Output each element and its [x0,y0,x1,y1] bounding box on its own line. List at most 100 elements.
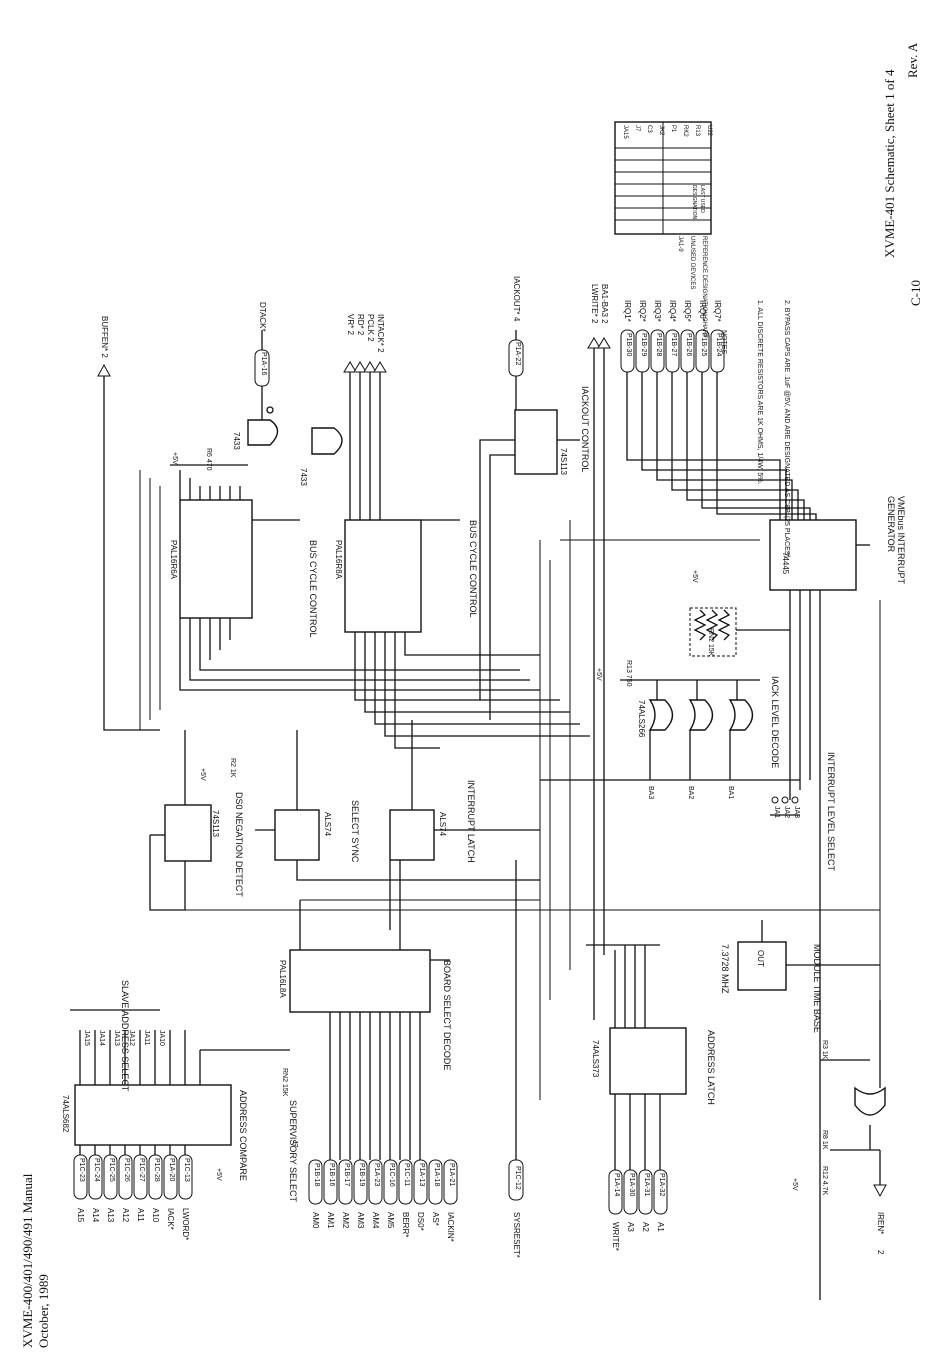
addr-conn-1: P1C-24 [93,1158,100,1182]
r6-label: R6 470 [205,448,212,471]
sig-intack: INTACK* 2 [376,314,385,353]
u18-oscillator [737,920,880,991]
ja-level-1: JA1 [773,806,780,819]
latch-sig-2: A2 [641,1222,650,1232]
label-select-sync: SELECT SYNC [350,800,360,863]
table-right-2: C3 [646,125,652,133]
rn2-label: RN2 15K [281,1068,288,1097]
sig-irq7: IRQ7* [713,300,722,322]
addr-conn-0: P1C-23 [78,1158,85,1182]
addr-conn-2: P1C-25 [108,1158,115,1182]
part-u21: 74ALS266 [637,700,646,738]
j7-label: J7 [291,1140,298,1148]
addr-conn-6: P1A-20 [168,1158,175,1182]
label-address-compare: ADDRESS COMPARE [238,1090,248,1181]
table-right-9: LAST USED [699,185,705,213]
u19-74als682 [70,1009,290,1146]
r2-label: R2 1K [229,758,236,778]
label-interrupt-latch: INTERRUPT LATCH [466,780,476,863]
plus5v-3: +5V [199,768,206,781]
sysreset-label: SYSRESET* [512,1212,521,1258]
sig-lwrite: LWRITE* 2 [590,284,599,324]
latch-sig-0: WRITE* [611,1222,620,1251]
u22-74445 [769,519,870,1300]
label-supervisory-select: SUPERVISORY SELECT [288,1100,298,1203]
am-sig-3: AM3 [356,1212,365,1229]
addr-sig-0: A15 [76,1208,85,1223]
table-right-4: P1 [670,125,676,133]
label-address-latch: ADDRESS LATCH [706,1030,716,1105]
part-u15: 74ALS373 [591,1040,600,1078]
r12-label: R12 4.7K [821,1166,828,1196]
am-conn-7: P1A-13 [418,1163,425,1187]
irq-conn-7: P1B-24 [715,333,722,357]
plus5v-1: +5V [171,452,178,465]
addr-sig-2: A13 [106,1208,115,1223]
am-sig-7: DS0* [416,1212,425,1231]
part-u11: PAL16L8A [278,960,287,998]
part-u7: PAL16R8A [334,540,343,579]
sig-rd: RD* 2 [356,314,365,336]
jumper-1: JA14 [98,1030,105,1046]
table-right-3: JK2 [658,125,664,136]
resistor-network [689,607,790,657]
am-sig-0: AM0 [311,1212,320,1229]
iren-num: 2 [876,1250,885,1255]
addr-sig-5: A10 [151,1208,160,1223]
u10-ds0-negation [149,730,212,911]
label-interrupt-level-select: INTERRUPT LEVEL SELECT [826,752,836,872]
iackout-conn: P1A-22 [514,342,521,366]
table-left-2: UNUSED DEVICES [689,236,695,290]
latch-conn-0: P1A-14 [613,1173,620,1197]
addr-sig-3: A12 [121,1208,130,1223]
u10-iackout [479,409,580,720]
jumper-4: JA11 [143,1030,150,1046]
am-sig-5: AM5 [386,1212,395,1229]
jumper-2: JA13 [113,1030,120,1046]
addr-sig-7: LWORD* [181,1208,190,1241]
left-address-connectors [73,1145,193,1200]
part-u10b: 74S113 [211,810,220,837]
addr-conn-5: P1C-28 [153,1158,160,1182]
part-u10a: 74S113 [559,448,568,475]
jumper-5: JA10 [158,1030,165,1046]
ja-level-2: JA2 [783,806,790,819]
sig-buffen: BUFFEN* 2 [100,316,109,358]
irq-conn-5: P1B-26 [685,333,692,357]
u21-xor-gates [540,679,800,781]
latch-conn-2: P1A-31 [643,1173,650,1197]
sig-irq6: IRQ6* [698,300,707,322]
table-right-7: U22 [706,125,712,137]
am-sig-1: AM1 [326,1212,335,1229]
irq-conn-6: P1B-25 [700,333,707,357]
label-bus-cycle-2: BUS CYCLE CONTROL [468,520,478,618]
am-conn-6: P1C-11 [403,1163,410,1187]
ba-tap-2: BA2 [687,786,694,800]
part-u19: 74ALS682 [61,1095,70,1133]
part-u2a: ALS74 [323,812,332,837]
ja-level-3: JA3 [793,806,800,819]
addr-conn-4: P1C-27 [138,1158,145,1182]
am-conn-9: P1A-21 [448,1163,455,1187]
label-interrupt-generator: VMEbus INTERRUPT GENERATOR [886,496,906,584]
irq-conn-3: P1B-28 [655,333,662,357]
ba-tap-1: BA1 [727,786,734,800]
am-conn-0: P1B-18 [313,1163,320,1187]
irq-conn-1: P1B-30 [625,333,632,357]
am-sig-4: AM4 [371,1212,380,1229]
sig-irq3: IRQ3* [653,300,662,322]
latch-sig-3: A1 [656,1222,665,1232]
table-right-6: R13 [694,125,700,137]
plus5v-4: +5V [691,570,698,583]
latch-conn-1: P1A-30 [628,1173,635,1197]
label-ds0-negation: DS0 NEGATION DETECT [234,792,244,897]
u21-iren-gate [820,1000,887,1198]
irq-connectors [620,329,817,520]
sig-ba: BA1-BA3 2 [600,284,609,324]
part-u2b: ALS74 [438,812,447,837]
sig-vr: VR* 2 [346,314,355,335]
interrupt-level-jumpers [770,796,800,816]
am-conn-5: P1C-16 [388,1163,395,1187]
label-iack-level-decode: IACK LEVEL DECODE [770,676,780,769]
note-1: 1. ALL DISCRETE RESISTORS ARE 1K OHMS, 1… [756,300,763,485]
